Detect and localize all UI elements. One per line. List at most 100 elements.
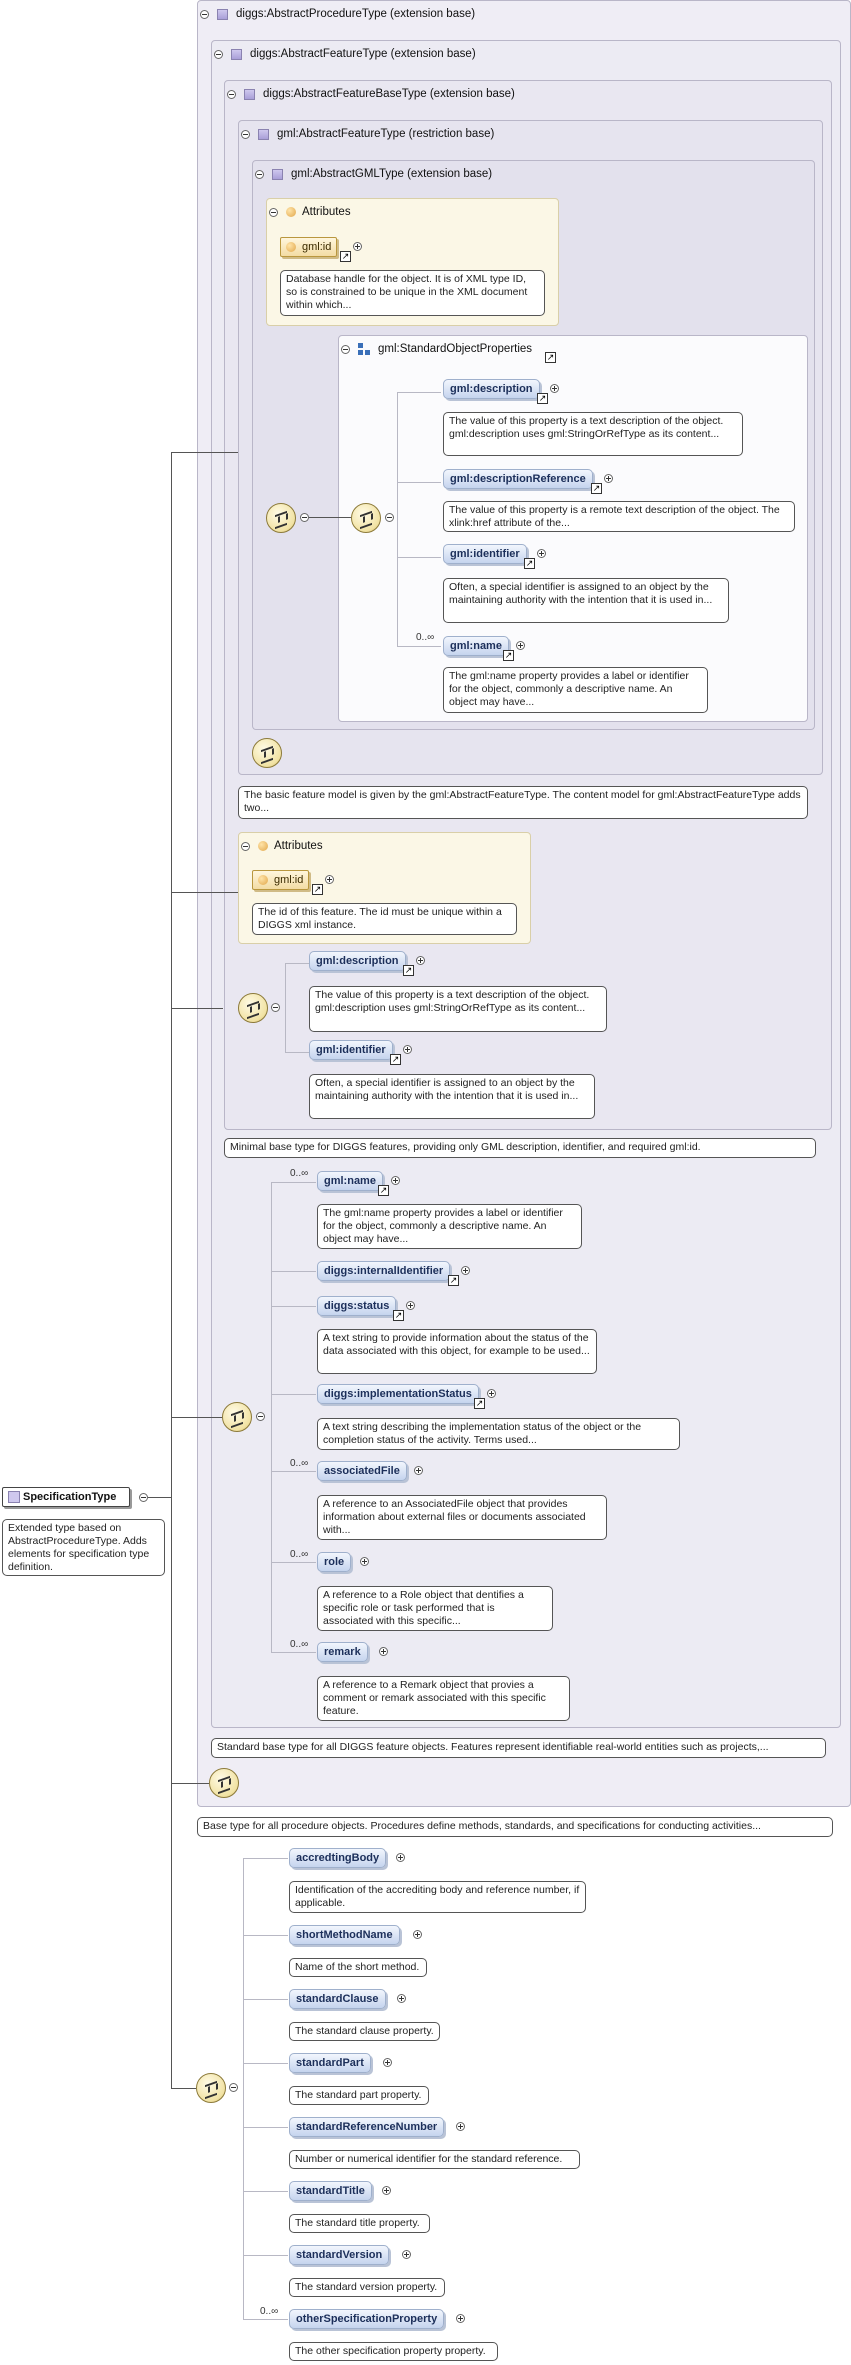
attribute-gml-id[interactable]: gml:id — [252, 870, 310, 890]
expand-icon[interactable] — [360, 1557, 369, 1566]
collapse-toggle[interactable] — [256, 1412, 265, 1421]
expand-icon[interactable] — [353, 242, 362, 251]
link-icon[interactable]: ↗ — [312, 884, 323, 895]
expand-icon[interactable] — [325, 875, 334, 884]
element-diggs-internalidentifier[interactable]: diggs:internalIdentifier — [317, 1261, 451, 1281]
collapse-toggle[interactable] — [214, 49, 223, 59]
element-gml-name[interactable]: gml:name — [443, 636, 509, 656]
collapse-toggle[interactable] — [385, 513, 394, 522]
collapse-toggle[interactable] — [271, 1003, 280, 1012]
collapse-toggle[interactable] — [255, 169, 264, 179]
attributes-header[interactable]: Attributes — [241, 840, 323, 852]
element-gml-descriptionreference[interactable]: gml:descriptionReference — [443, 469, 593, 489]
element-diggs-status[interactable]: diggs:status — [317, 1296, 397, 1316]
element-doc: The standard part property. — [289, 2086, 429, 2105]
expand-icon[interactable] — [403, 1045, 412, 1054]
element-doc: The gml:name property provides a label o… — [317, 1204, 582, 1249]
element-doc: Often, a special identifier is assigned … — [309, 1074, 595, 1119]
element-gml-description[interactable]: gml:description — [443, 379, 540, 399]
expand-icon[interactable] — [402, 2250, 411, 2259]
collapse-toggle[interactable] — [241, 129, 250, 139]
expand-icon[interactable] — [461, 1266, 470, 1275]
expand-icon[interactable] — [456, 2122, 465, 2131]
expand-icon[interactable] — [383, 2058, 392, 2067]
collapse-toggle[interactable] — [269, 207, 278, 217]
element-gml-identifier[interactable]: gml:identifier — [443, 544, 527, 564]
sequence-icon[interactable] — [266, 503, 296, 533]
root-collapse-toggle[interactable] — [139, 1493, 148, 1502]
expand-icon[interactable] — [397, 1994, 406, 2003]
cardinality: 0..∞ — [290, 1639, 309, 1650]
collapse-toggle[interactable] — [229, 2083, 238, 2092]
link-icon[interactable]: ↗ — [503, 650, 514, 661]
element-gml-identifier[interactable]: gml:identifier — [309, 1040, 393, 1060]
element-standardtitle[interactable]: standardTitle — [289, 2181, 372, 2201]
cardinality: 0..∞ — [416, 632, 435, 643]
link-icon[interactable]: ↗ — [403, 965, 414, 976]
gml-gml-type-header[interactable]: gml:AbstractGMLType (extension base) — [255, 168, 492, 180]
expand-icon[interactable] — [414, 1466, 423, 1475]
tree-branch — [243, 2063, 288, 2064]
attributes-header[interactable]: Attributes — [269, 206, 351, 218]
collapse-toggle[interactable] — [341, 344, 350, 354]
expand-icon[interactable] — [416, 956, 425, 965]
collapse-toggle[interactable] — [300, 513, 309, 522]
feature-type-title: diggs:AbstractFeatureType (extension bas… — [250, 48, 476, 60]
expand-icon[interactable] — [406, 1301, 415, 1310]
expand-icon[interactable] — [382, 2186, 391, 2195]
element-accredtingbody[interactable]: accredtingBody — [289, 1848, 387, 1868]
element-gml-description[interactable]: gml:description — [309, 951, 406, 971]
link-icon[interactable]: ↗ — [474, 1398, 485, 1409]
expand-icon[interactable] — [516, 641, 525, 650]
tree-line — [271, 1182, 272, 1652]
sequence-icon[interactable] — [222, 1402, 252, 1432]
element-gml-name[interactable]: gml:name — [317, 1171, 383, 1191]
expand-icon[interactable] — [379, 1647, 388, 1656]
sequence-icon[interactable] — [351, 503, 381, 533]
sequence-icon[interactable] — [252, 738, 282, 768]
link-icon[interactable]: ↗ — [524, 558, 535, 569]
gml-feature-type-header[interactable]: gml:AbstractFeatureType (restriction bas… — [241, 128, 494, 140]
expand-icon[interactable] — [396, 1853, 405, 1862]
link-icon[interactable]: ↗ — [591, 483, 602, 494]
sequence-icon[interactable] — [196, 2073, 226, 2103]
element-diggs-implementationstatus[interactable]: diggs:implementationStatus — [317, 1384, 479, 1404]
link-icon[interactable]: ↗ — [340, 251, 351, 262]
link-icon[interactable]: ↗ — [378, 1185, 389, 1196]
root-type-box[interactable]: SpecificationType — [2, 1487, 130, 1507]
tree-branch — [271, 1394, 316, 1395]
expand-icon[interactable] — [391, 1176, 400, 1185]
expand-icon[interactable] — [550, 384, 559, 393]
collapse-toggle[interactable] — [227, 89, 236, 99]
link-icon[interactable]: ↗ — [393, 1310, 404, 1321]
expand-icon[interactable] — [537, 549, 546, 558]
expand-icon[interactable] — [487, 1389, 496, 1398]
sequence-icon[interactable] — [209, 1768, 239, 1798]
element-standardreferencenumber[interactable]: standardReferenceNumber — [289, 2117, 445, 2137]
element-role[interactable]: role — [317, 1552, 352, 1572]
element-shortmethodname[interactable]: shortMethodName — [289, 1925, 400, 1945]
expand-icon[interactable] — [456, 2314, 465, 2323]
sop-header[interactable]: gml:StandardObjectProperties — [341, 343, 532, 355]
link-icon[interactable]: ↗ — [390, 1054, 401, 1065]
feature-type-header[interactable]: diggs:AbstractFeatureType (extension bas… — [214, 48, 476, 60]
sequence-icon[interactable] — [238, 993, 268, 1023]
expand-icon[interactable] — [413, 1930, 422, 1939]
expand-icon[interactable] — [604, 474, 613, 483]
attribute-gml-id[interactable]: gml:id — [280, 237, 338, 257]
link-icon[interactable]: ↗ — [545, 352, 556, 363]
element-standardpart[interactable]: standardPart — [289, 2053, 371, 2073]
element-remark[interactable]: remark — [317, 1642, 368, 1662]
branch-1 — [171, 452, 238, 453]
complex-type-icon — [217, 8, 228, 20]
collapse-toggle[interactable] — [241, 841, 250, 851]
feature-base-type-header[interactable]: diggs:AbstractFeatureBaseType (extension… — [227, 88, 515, 100]
link-icon[interactable]: ↗ — [448, 1275, 459, 1286]
link-icon[interactable]: ↗ — [537, 393, 548, 404]
collapse-toggle[interactable] — [200, 9, 209, 19]
element-associatedfile[interactable]: associatedFile — [317, 1461, 407, 1481]
procedure-type-header[interactable]: diggs:AbstractProcedureType (extension b… — [200, 8, 475, 20]
element-standardclause[interactable]: standardClause — [289, 1989, 386, 2009]
element-otherspecificationproperty[interactable]: otherSpecificationProperty — [289, 2309, 445, 2329]
element-standardversion[interactable]: standardVersion — [289, 2245, 390, 2265]
